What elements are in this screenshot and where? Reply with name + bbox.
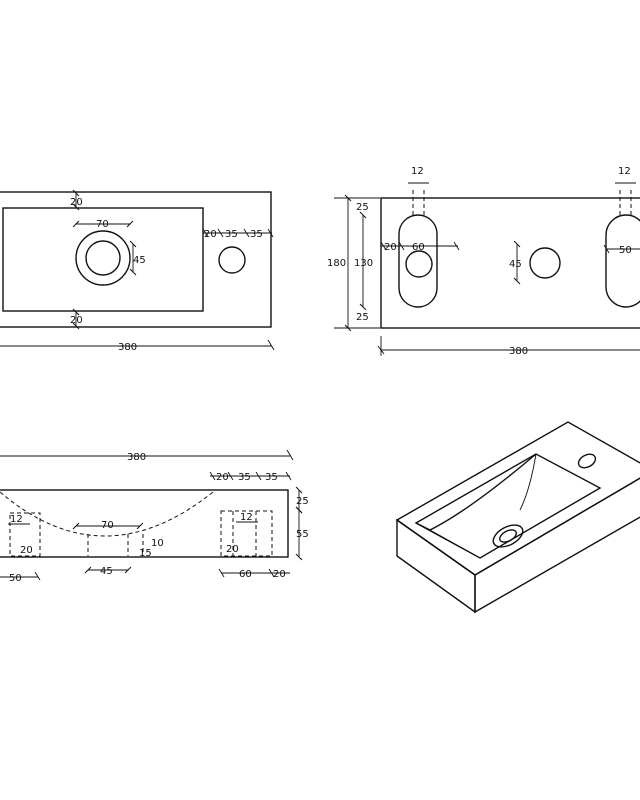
dim-label: 70	[96, 219, 109, 230]
iso-drain-inner	[499, 529, 517, 543]
dim-label: 20	[226, 544, 239, 555]
hidden-slot-left	[9, 512, 41, 557]
iso-tap-hole	[577, 453, 597, 469]
dim-tick	[380, 241, 387, 251]
dim-tick	[285, 471, 292, 481]
dim-label: 12	[10, 514, 23, 525]
top-view-tap-hole	[218, 246, 246, 274]
dim-tick	[267, 228, 274, 238]
dim-label: 45	[133, 255, 146, 266]
dim-tick	[603, 244, 610, 254]
dim-tick	[227, 471, 234, 481]
dim-label: 70	[101, 520, 114, 531]
dim-tick	[268, 568, 275, 578]
dim-label: 60	[412, 242, 425, 253]
dim-label: 12	[411, 166, 424, 177]
top-view-basin	[2, 207, 204, 312]
dim-tick	[255, 471, 262, 481]
iso-side-face	[474, 477, 640, 614]
iso-basin-rim	[414, 453, 602, 559]
back-view-outline	[380, 197, 640, 329]
dim-tick	[453, 241, 460, 251]
dim-label: 35	[250, 229, 263, 240]
dim-tick	[377, 345, 385, 355]
dim-label: 60	[239, 569, 252, 580]
dim-tick	[286, 449, 294, 461]
dim-label: 380	[509, 346, 528, 357]
dim-label: 12	[240, 512, 253, 523]
dim-label: 380	[118, 342, 137, 353]
dim-label: 380	[127, 452, 146, 463]
dim-label: 45	[100, 566, 113, 577]
dim-label: 20	[20, 545, 33, 556]
dim-label: 55	[296, 529, 309, 540]
back-view: 12 12 180 130 25 25 20 60 45 50 380	[327, 166, 640, 357]
dim-label: 25	[356, 312, 369, 323]
top-view-drain-outer	[75, 230, 131, 286]
top-view: 20 20 70 45 20 35 35 380	[0, 189, 275, 353]
iso-basin-inner-edge	[415, 453, 537, 531]
dim-label: 35	[265, 472, 278, 483]
back-view-center-hole	[529, 247, 561, 279]
dim-label: 20	[273, 569, 286, 580]
dim-tick	[267, 339, 275, 351]
dim-label: 35	[225, 229, 238, 240]
top-view-drain-inner	[85, 240, 121, 276]
dim-label: 25	[296, 496, 309, 507]
top-view-outline	[0, 191, 272, 328]
dim-label: 130	[354, 258, 373, 269]
dim-label: 20	[216, 472, 229, 483]
dim-label: 20	[204, 229, 217, 240]
iso-basin-floor-edge	[429, 529, 481, 559]
front-view-outline	[0, 489, 289, 558]
dim-label: 45	[509, 259, 522, 270]
dim-tick	[209, 471, 216, 481]
dim-tick	[398, 241, 405, 251]
dim-label: 50	[619, 245, 632, 256]
dim-label: 20	[384, 242, 397, 253]
dim-tick	[34, 571, 41, 581]
dim-label: 20	[70, 197, 83, 208]
iso-top-face	[395, 421, 640, 576]
front-view: 380 20 35 35 25 55 12 20 70 10 15 12 20 …	[0, 449, 309, 584]
hidden-slot-right	[220, 510, 273, 557]
isometric-view	[395, 421, 640, 614]
dim-label: 35	[238, 472, 251, 483]
dim-tick	[217, 228, 224, 238]
dim-tick	[218, 568, 225, 578]
dim-tick	[202, 228, 209, 238]
dim-label: 10	[151, 538, 164, 549]
dim-label: 180	[327, 258, 346, 269]
dim-label: 25	[356, 202, 369, 213]
iso-drain-outer	[492, 524, 524, 548]
dim-tick	[243, 228, 250, 238]
back-view-slot-right	[605, 214, 640, 308]
back-view-slot-left-hole	[405, 250, 433, 278]
iso-basin-slope	[519, 453, 537, 511]
dim-label: 20	[70, 315, 83, 326]
back-view-slot-left	[398, 214, 438, 308]
dim-label: 12	[618, 166, 631, 177]
dim-label: 50	[9, 573, 22, 584]
dim-label: 15	[139, 548, 152, 559]
